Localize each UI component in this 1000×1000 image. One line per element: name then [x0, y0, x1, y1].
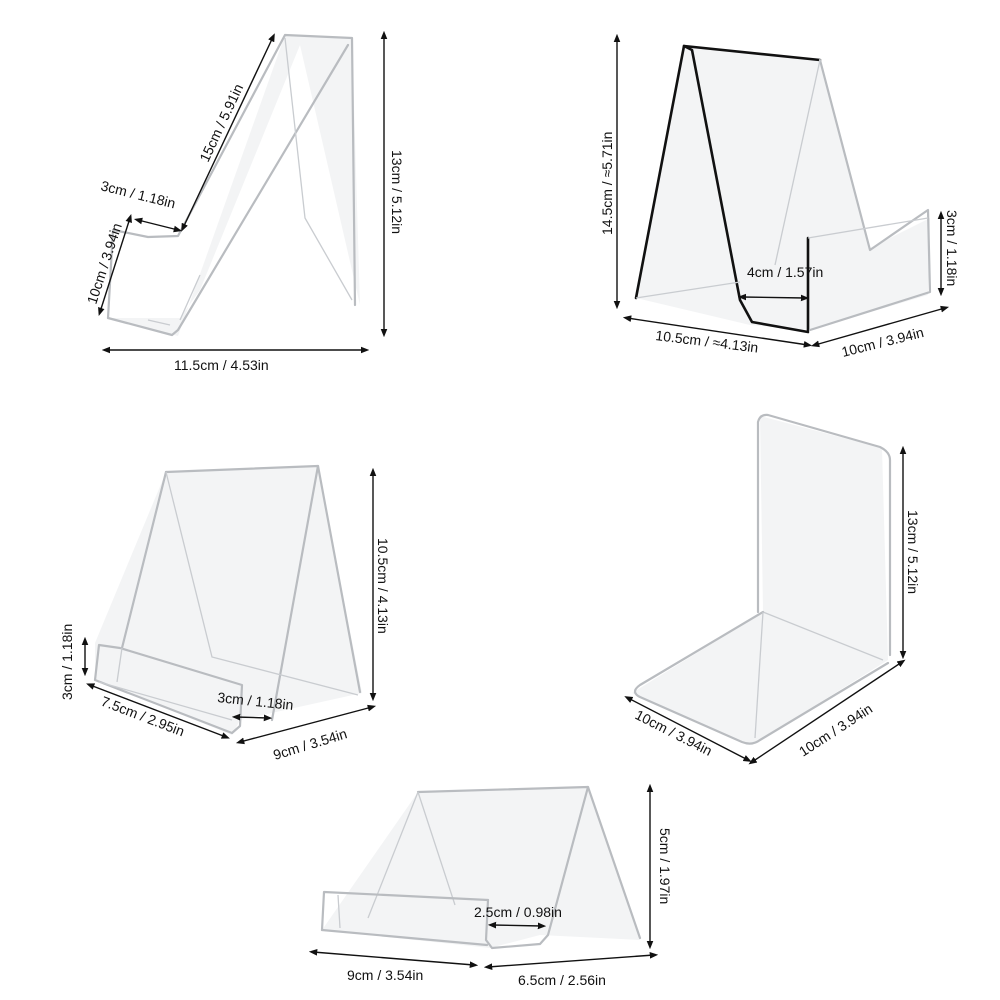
stand-4-width-label: 9cm / 3.54in [347, 967, 423, 983]
stand-2-ledge-depth-label: 4cm / 1.57in [747, 264, 823, 280]
stand-1-front-height-label: 10cm / 3.94in [84, 221, 125, 306]
stand-4-ledge-depth-label: 2.5cm / 0.98in [474, 904, 562, 920]
stand-4-dimensions: 13cm / 5.12in 5cm / 1.97in 2.5cm / 0.98i… [308, 783, 673, 988]
stand-1-base-width-label: 11.5cm / 4.53in [174, 357, 269, 373]
stand-2-lip-height-label: 3cm / 1.18in [944, 210, 960, 286]
stand-4-total-height-label: 5cm / 1.97in [657, 828, 673, 904]
stand-4-base-depth-label: 6.5cm / 2.56in [518, 972, 606, 988]
bookend-height-label: 13cm / 5.12in [905, 510, 921, 594]
stand-2-total-height-label: 14.5cm / ≈5.71in [599, 132, 615, 235]
stand-3-lip-height-label: 3cm / 1.18in [59, 624, 75, 700]
stand-2-base-depth-label: 10.5cm / ≈4.13in [655, 327, 760, 355]
stand-4-illustration [320, 785, 642, 950]
stand-1-ledge-depth-label: 3cm / 1.18in [99, 177, 177, 211]
stand-1-illustration [106, 33, 360, 337]
stand-2-width-label: 10cm / 3.94in [840, 324, 925, 360]
stand-2-illustration [634, 44, 932, 334]
stand-3-total-height-label: 10.5cm / 4.13in [375, 538, 391, 634]
stand-1-total-height-label: 13cm / 5.12in [389, 150, 405, 234]
